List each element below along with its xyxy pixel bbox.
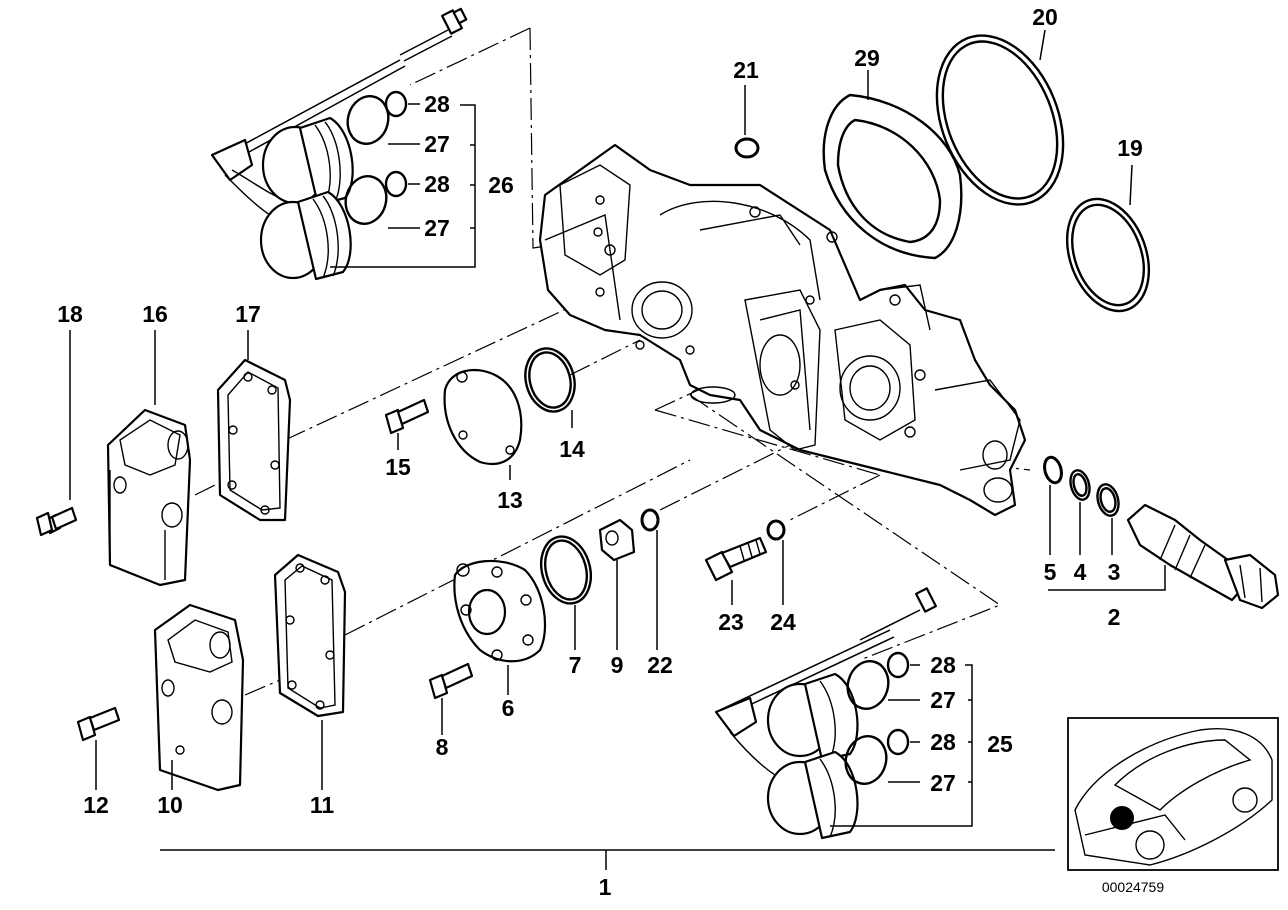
plug-9: [598, 518, 636, 650]
bolt-15: [384, 398, 430, 450]
bolt-12: [76, 706, 121, 790]
cover-13: [443, 368, 523, 480]
label-part-28-lower-b: 28: [930, 729, 956, 755]
label-part-20: 20: [1032, 4, 1058, 30]
label-part-24: 24: [770, 609, 796, 635]
label-part-9: 9: [611, 652, 624, 678]
cover-6: [453, 559, 547, 695]
fitting-2: [1048, 503, 1280, 610]
gasket-29: [822, 70, 963, 260]
label-part-27-lower-b: 27: [930, 770, 956, 796]
label-part-26: 26: [488, 172, 514, 198]
label-part-15: 15: [385, 454, 411, 480]
o-rings-26-group: [344, 90, 420, 229]
label-part-3: 3: [1108, 559, 1121, 585]
seal-ring-22: [640, 508, 660, 650]
label-part-11: 11: [310, 792, 335, 818]
banjo-bolt-23: [704, 536, 768, 605]
seal-ring-20: [935, 29, 1065, 206]
location-marker: [1110, 806, 1134, 830]
vehicle-location-inset: [1067, 717, 1279, 871]
label-part-18: 18: [57, 301, 83, 327]
label-part-27-lower-a: 27: [930, 687, 956, 713]
assembly-baseline: [160, 849, 1055, 870]
label-part-8: 8: [436, 734, 449, 760]
label-part-17: 17: [235, 301, 261, 327]
seal-ring-5: [1043, 455, 1063, 555]
bolt-18: [35, 330, 78, 537]
seal-ring-19: [1065, 164, 1151, 313]
seal-ring-21: [734, 85, 760, 159]
label-part-5: 5: [1044, 559, 1057, 585]
label-part-28-upper-a: 28: [424, 91, 450, 117]
cover-plate-16: [106, 330, 192, 587]
cover-plate-10: [153, 603, 245, 792]
o-rings-25-group: [844, 651, 920, 785]
seal-ring-4: [1069, 469, 1091, 555]
label-part-2: 2: [1108, 604, 1121, 630]
label-part-21: 21: [733, 57, 759, 83]
label-part-25: 25: [987, 731, 1013, 757]
label-part-27-upper-a: 27: [424, 131, 450, 157]
part-number-labels: 1 2 3 4 5 6 7 8 9 10 11 12 13 14 15 16 1…: [57, 4, 1164, 900]
label-part-10: 10: [157, 792, 183, 818]
label-part-4: 4: [1074, 559, 1087, 585]
valve-body-housing: [538, 143, 1027, 517]
solenoid-assembly-26: [210, 7, 476, 281]
label-part-7: 7: [569, 652, 582, 678]
gasket-17: [216, 330, 292, 522]
label-part-1: 1: [599, 874, 612, 900]
diagram-reference-number: 00024759: [1102, 879, 1165, 895]
label-part-12: 12: [83, 792, 109, 818]
o-ring-7: [540, 535, 592, 650]
label-part-29: 29: [854, 45, 880, 71]
o-ring-14: [524, 347, 576, 428]
label-part-28-upper-b: 28: [424, 171, 450, 197]
bolt-8: [428, 662, 474, 735]
label-part-6: 6: [502, 695, 515, 721]
label-part-13: 13: [497, 487, 523, 513]
seal-ring-3: [1096, 483, 1120, 555]
label-part-23: 23: [718, 609, 744, 635]
label-part-22: 22: [647, 652, 673, 678]
seal-ring-24: [766, 519, 786, 605]
gasket-11: [273, 553, 347, 790]
label-part-14: 14: [559, 436, 585, 462]
label-part-28-lower-a: 28: [930, 652, 956, 678]
label-part-27-upper-b: 27: [424, 215, 450, 241]
solenoid-assembly-25: [714, 587, 973, 840]
label-part-16: 16: [142, 301, 168, 327]
label-part-19: 19: [1117, 135, 1143, 161]
